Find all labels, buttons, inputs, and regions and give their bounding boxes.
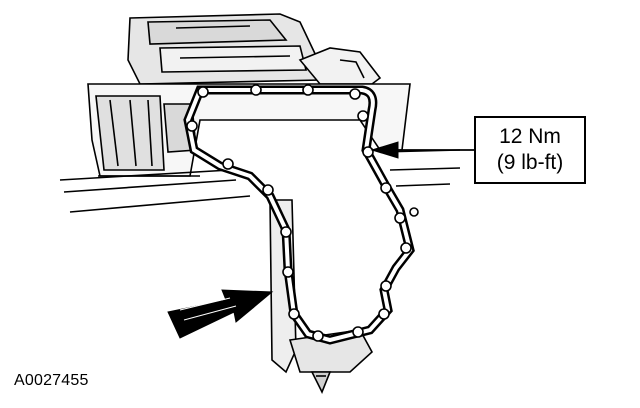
pan-bolt: [357, 110, 369, 122]
pan-bolt: [352, 326, 364, 338]
figure-id: A0027455: [14, 372, 89, 389]
pan-bolt: [362, 146, 374, 158]
pan-bolt: [197, 86, 209, 98]
torque-metric-label: 12 Nm: [499, 125, 561, 148]
pan-bolts: [186, 84, 419, 342]
pan-bolt: [380, 280, 392, 292]
valve-body-housing: [127, 13, 382, 85]
pan-bolt: [222, 158, 234, 170]
pan-bolt: [349, 88, 361, 100]
direction-arrow: [167, 289, 274, 339]
pan-bolt: [409, 207, 419, 217]
pan-bolt: [312, 330, 324, 342]
pan-bolt: [378, 308, 390, 320]
pan-bolt: [282, 266, 294, 278]
torque-callout: 12 Nm (9 lb-ft): [474, 116, 586, 184]
callout-leader: [370, 141, 474, 159]
pan-bolt: [288, 308, 300, 320]
pan-bolt: [394, 212, 406, 224]
pan-bolt: [262, 184, 274, 196]
transmission-case: [59, 83, 461, 213]
pan-bolt: [250, 84, 262, 96]
pan-bolt: [302, 84, 314, 96]
pan-bolt: [186, 120, 198, 132]
pan-bolt: [400, 242, 412, 254]
pan-bolt: [380, 182, 392, 194]
torque-imperial-label: (9 lb-ft): [496, 151, 564, 174]
pan-bolt: [280, 226, 292, 238]
